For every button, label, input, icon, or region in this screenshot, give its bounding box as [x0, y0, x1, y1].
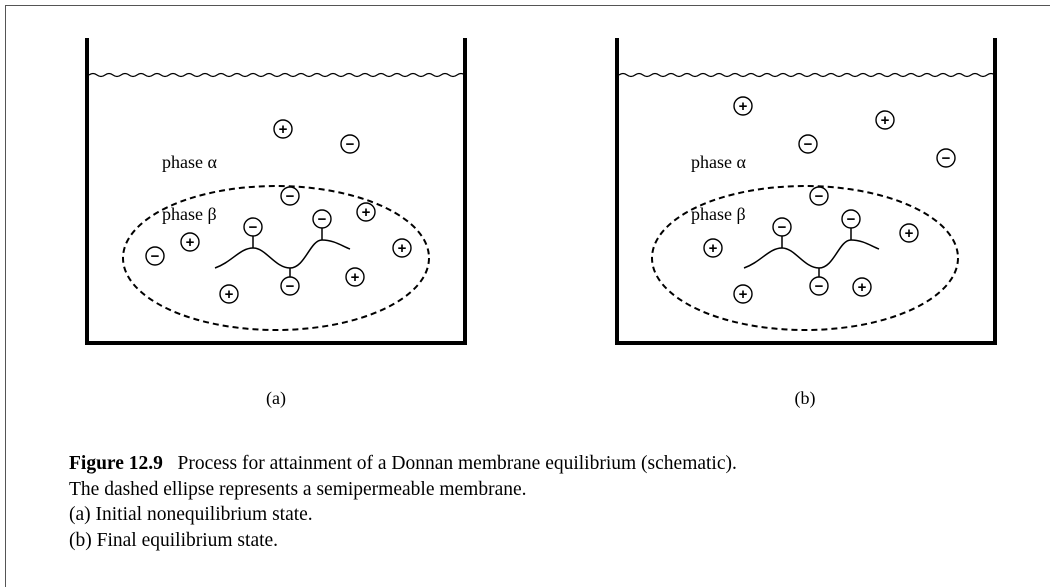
water-surface-b	[618, 72, 996, 78]
svg-text:−: −	[778, 219, 787, 236]
figure-frame	[5, 5, 1050, 587]
cation: +	[703, 238, 723, 258]
anion: −	[936, 148, 956, 168]
polymer-negative-charge: −	[772, 217, 792, 237]
caption-line: (b) Final equilibrium state.	[69, 529, 279, 551]
svg-text:+: +	[398, 240, 407, 257]
beaker-a	[85, 38, 467, 345]
svg-text:−: −	[346, 136, 355, 153]
polymer-negative-charge: −	[280, 276, 300, 296]
caption-line: (a) Initial nonequilibrium state.	[69, 504, 313, 525]
anion: −	[145, 246, 165, 266]
svg-text:+: +	[881, 112, 890, 129]
svg-text:+: +	[905, 225, 914, 242]
anion: −	[798, 134, 818, 154]
svg-text:−: −	[286, 278, 295, 295]
sub-label-b: (b)	[795, 388, 816, 409]
svg-text:−: −	[847, 211, 856, 228]
svg-text:−: −	[286, 188, 295, 205]
anion: −	[280, 186, 300, 206]
cation: +	[875, 110, 895, 130]
svg-text:−: −	[815, 188, 824, 205]
anion: −	[340, 134, 360, 154]
polymer-negative-charge: −	[312, 209, 332, 229]
polymer-negative-charge: −	[841, 209, 861, 229]
donnan-diagram: phase α phase β − − − + − − + −	[85, 38, 997, 409]
membrane-b	[651, 185, 959, 331]
svg-text:+: +	[186, 234, 195, 251]
cation: +	[356, 202, 376, 222]
svg-text:+: +	[858, 279, 867, 296]
polymer-chain-b	[743, 239, 880, 269]
phase-alpha-label-b: phase α	[691, 152, 746, 172]
svg-text:+: +	[225, 286, 234, 303]
caption-title-line: Figure 12.9 Process for attainment of a …	[69, 451, 1029, 477]
svg-text:−: −	[249, 219, 258, 236]
anion: −	[809, 186, 829, 206]
phase-beta-label-a: phase β	[162, 204, 217, 224]
cation: +	[219, 284, 239, 304]
svg-text:−: −	[318, 211, 327, 228]
svg-text:−: −	[804, 136, 813, 153]
cation: +	[733, 284, 753, 304]
cation: +	[345, 267, 365, 287]
caption-title: Process for attainment of a Donnan membr…	[177, 453, 737, 474]
figure-caption: Figure 12.9 Process for attainment of a …	[69, 451, 1029, 553]
sub-label-a: (a)	[266, 388, 286, 409]
phase-alpha-label-a: phase α	[162, 152, 217, 172]
svg-text:−: −	[151, 248, 160, 265]
cation: +	[392, 238, 412, 258]
figure-number: Figure 12.9	[69, 453, 163, 474]
panel-a: phase α phase β − − − + − − + −	[85, 38, 467, 409]
cation: +	[180, 232, 200, 252]
polymer-chain-a	[214, 239, 351, 269]
beaker-b	[615, 38, 997, 345]
polymer-negative-charge: −	[243, 217, 263, 237]
cation: +	[733, 96, 753, 116]
polymer-charges-b: − − −	[772, 209, 861, 296]
svg-text:+: +	[739, 98, 748, 115]
svg-text:+: +	[362, 204, 371, 221]
polymer-charges-a: − − −	[243, 209, 332, 296]
svg-text:+: +	[351, 269, 360, 286]
water-surface-a	[88, 72, 466, 78]
svg-text:+: +	[709, 240, 718, 257]
svg-text:+: +	[739, 286, 748, 303]
membrane-a	[122, 185, 430, 331]
panel-b: phase α phase β − − − + + − − −	[615, 38, 997, 409]
caption-line: The dashed ellipse represents a semiperm…	[69, 478, 527, 500]
svg-text:−: −	[815, 278, 824, 295]
cation: +	[852, 277, 872, 297]
polymer-negative-charge: −	[809, 276, 829, 296]
svg-text:−: −	[942, 150, 951, 167]
cation: +	[273, 119, 293, 139]
phase-beta-label-b: phase β	[691, 204, 746, 224]
cation: +	[899, 223, 919, 243]
svg-text:+: +	[279, 121, 288, 138]
ions-b: + + − − − + + + +	[703, 96, 956, 304]
ions-a: + − − + − + + + +	[145, 119, 412, 304]
